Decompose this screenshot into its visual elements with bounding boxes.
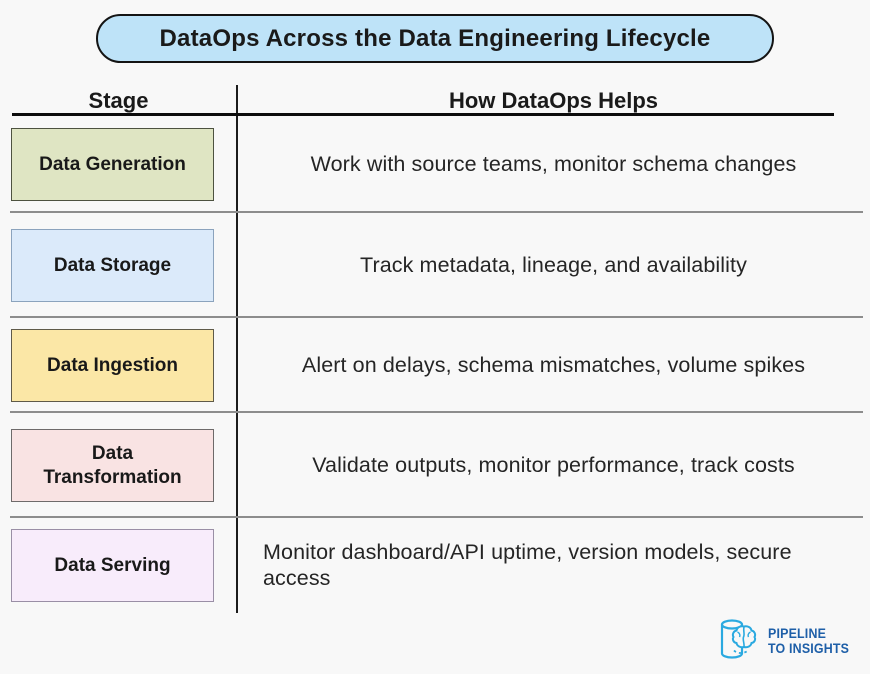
help-text: Monitor dashboard/API uptime, version mo… (263, 539, 792, 590)
column-header-stage: Stage (88, 87, 149, 113)
stage-cell: Data Ingestion (0, 318, 237, 413)
column-header-help: How DataOps Helps (448, 87, 659, 113)
table-row: Data Transformation Validate outputs, mo… (0, 413, 870, 518)
brand-line-1: PIPELINE (767, 625, 826, 641)
pipeline-brain-icon (718, 617, 762, 666)
help-text: Alert on delays, schema mismatches, volu… (301, 353, 806, 377)
brand-line-2: TO INSIGHTS (767, 640, 849, 656)
table-row: Data Serving Monitor dashboard/API uptim… (0, 518, 870, 613)
help-text: Track metadata, lineage, and availabilit… (360, 253, 747, 277)
column-divider (236, 85, 238, 613)
stage-box-data-storage: Data Storage (11, 229, 214, 302)
dataops-table: Stage How DataOps Helps Data Generation … (0, 85, 870, 613)
stage-box-data-generation: Data Generation (11, 128, 214, 201)
brand-logo: PIPELINE TO INSIGHTS (718, 617, 856, 666)
help-text: Work with source teams, monitor schema c… (310, 152, 797, 176)
stage-box-data-serving: Data Serving (11, 529, 214, 602)
help-text: Validate outputs, monitor performance, t… (312, 453, 795, 477)
stage-cell: Data Generation (0, 116, 237, 213)
table-row: Data Generation Work with source teams, … (0, 116, 870, 213)
brand-name: PIPELINE TO INSIGHTS (767, 625, 849, 657)
table-row: Data Ingestion Alert on delays, schema m… (0, 318, 870, 413)
page-title: DataOps Across the Data Engineering Life… (159, 24, 711, 52)
title-banner: DataOps Across the Data Engineering Life… (96, 14, 774, 63)
table-header: Stage How DataOps Helps (0, 85, 870, 116)
stage-box-data-ingestion: Data Ingestion (11, 329, 214, 402)
stage-cell: Data Serving (0, 518, 237, 613)
stage-box-data-transformation: Data Transformation (11, 429, 214, 502)
stage-cell: Data Transformation (0, 413, 237, 518)
stage-cell: Data Storage (0, 213, 237, 318)
table-row: Data Storage Track metadata, lineage, an… (0, 213, 870, 318)
